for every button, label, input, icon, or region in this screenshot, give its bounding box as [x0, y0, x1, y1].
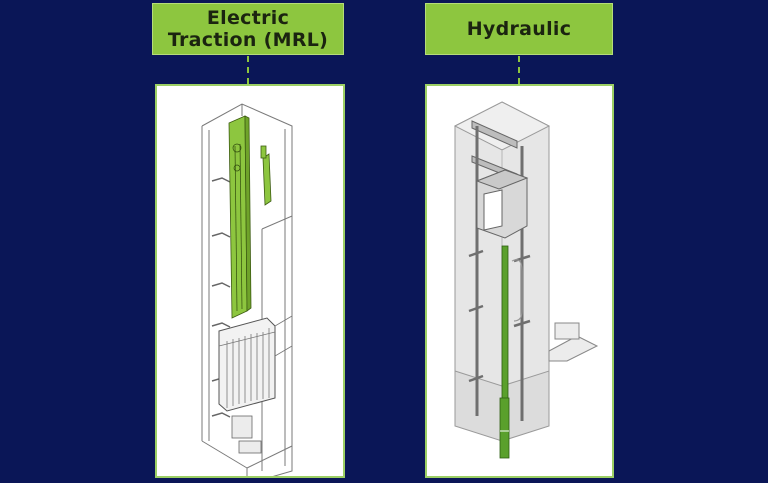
electric-traction-elevator-illustration — [201, 103, 293, 476]
title-electric-traction: Electric Traction (MRL) — [152, 3, 344, 55]
title-electric-traction-line2: Traction (MRL) — [167, 29, 329, 51]
title-electric-traction-line1: Electric — [206, 7, 290, 29]
title-hydraulic: Hydraulic — [425, 3, 613, 55]
panel-hydraulic — [425, 84, 614, 478]
hydraulic-elevator-illustration — [453, 101, 599, 459]
panel-electric-traction — [155, 84, 345, 478]
title-hydraulic-label: Hydraulic — [466, 18, 572, 40]
connector-electric — [247, 56, 249, 84]
connector-hydraulic — [518, 56, 520, 84]
